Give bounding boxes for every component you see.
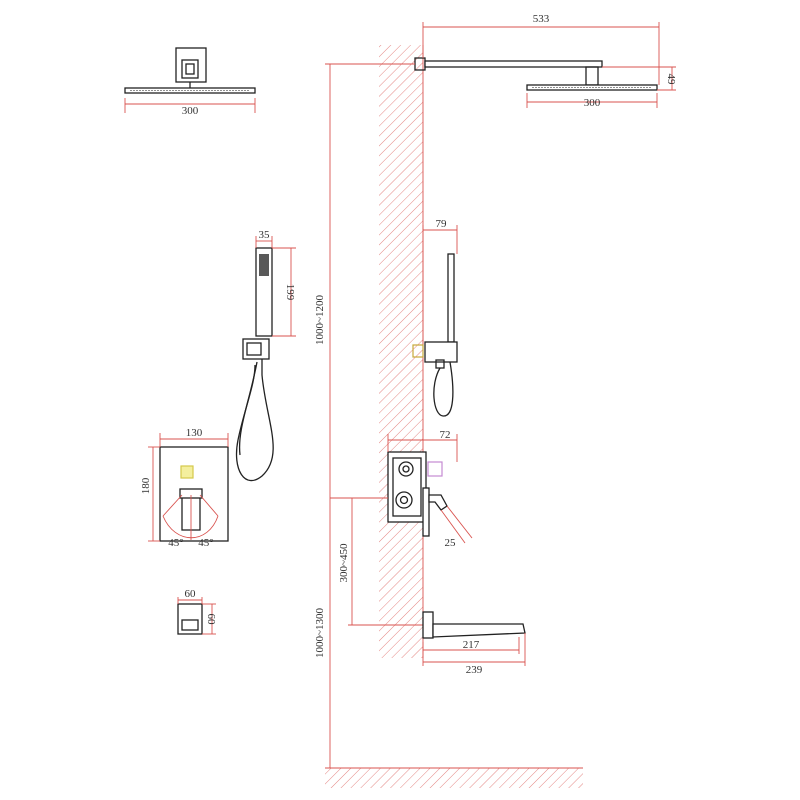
tub-spout-side-view: 217 239 <box>422 611 526 676</box>
dim-angle-left: 45° <box>168 537 183 549</box>
dim-slide-offset: 79 <box>436 218 448 230</box>
valve-side-view: 25 72 <box>387 429 473 549</box>
dim-spout-face-height: 60 <box>205 614 217 626</box>
dim-handshower-length: 199 <box>284 284 296 301</box>
dim-overall-height-range: 1000~1200 <box>314 295 326 345</box>
rain-shower-top-view: 300 <box>124 47 256 117</box>
valve-spout-dim: 300~450 <box>338 497 430 626</box>
dim-spout-reach-outer: 239 <box>466 664 483 676</box>
wall-section <box>379 45 423 658</box>
wall-plate-detail: 45° 45° 130 180 <box>140 427 229 549</box>
dim-spout-height: 1000~1300 <box>314 608 326 658</box>
dim-side-shower-width: 300 <box>584 97 601 109</box>
dim-arm-length: 533 <box>533 13 550 25</box>
dim-top-shower-width: 300 <box>182 105 199 117</box>
dim-plate-height: 180 <box>140 477 152 494</box>
dim-spout-face-width: 60 <box>185 588 197 600</box>
hand-shower-side-view: 79 <box>412 218 458 417</box>
dim-plate-width: 130 <box>186 427 203 439</box>
dim-arm-height: 49 <box>665 74 677 86</box>
dim-spout-reach-inner: 217 <box>463 639 480 651</box>
overall-height-dims: 1000~1200 1000~1300 <box>314 63 415 768</box>
dim-angle-right: 45° <box>198 537 213 549</box>
spout-front-detail: 60 60 <box>177 588 217 635</box>
floor-section <box>325 768 583 788</box>
dim-handle-angle: 25 <box>445 537 457 549</box>
shower-arm-side-view: 533 49 300 <box>414 13 677 109</box>
dim-valve-to-spout: 300~450 <box>338 543 350 582</box>
hand-shower-detail: 35 199 <box>236 229 296 482</box>
dim-handshower-width: 35 <box>259 229 271 241</box>
dim-valve-depth: 72 <box>440 429 451 441</box>
